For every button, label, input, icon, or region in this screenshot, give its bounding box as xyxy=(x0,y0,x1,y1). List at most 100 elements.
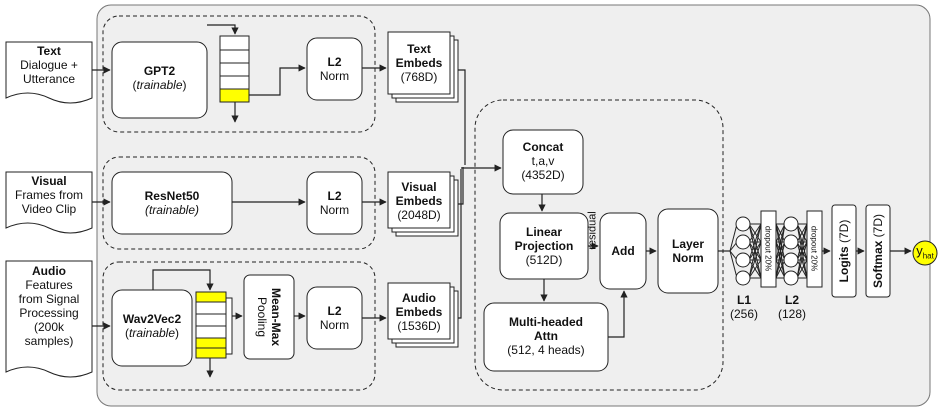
pooling-box xyxy=(243,274,295,360)
audio-l2-sub: Norm xyxy=(319,318,350,332)
linear-dim: (512D) xyxy=(525,253,563,267)
gpt2-note: trainable xyxy=(136,78,183,92)
pooling-line2: Pooling xyxy=(255,296,269,338)
visual-embeds-title2: Embeds xyxy=(395,194,443,208)
mlp-node xyxy=(735,216,751,232)
text-input-label: Text Dialogue + Utterance xyxy=(6,44,92,86)
audio-input-line1: Features xyxy=(25,278,73,292)
dropout-bar-2 xyxy=(806,210,823,288)
audio-input-label: Audio Features from Signal Processing (2… xyxy=(6,264,92,348)
audio-encoder-group xyxy=(102,261,376,391)
mlp-edge xyxy=(748,259,762,279)
mlp-node xyxy=(735,270,751,286)
visual-l2-title: L2 xyxy=(327,189,342,203)
text-input-title: Text xyxy=(37,44,61,58)
mha-label: Multi-headed Attn (512, 4 heads) xyxy=(484,315,608,357)
text-embeds-dim: (768D) xyxy=(400,70,438,84)
connectors xyxy=(92,24,912,378)
residual-text: residual xyxy=(586,211,599,250)
dropout-label-2: dropout 20% xyxy=(810,214,819,284)
mlp-network xyxy=(729,216,808,286)
concat-sub: t,a,v xyxy=(531,154,555,168)
mlp-edge xyxy=(796,223,808,261)
text-input-line2: Utterance xyxy=(22,72,76,86)
wav2vec-name: Wav2Vec2 xyxy=(122,312,182,326)
audio-input-line5: samples) xyxy=(24,334,74,348)
add-label: Add xyxy=(600,244,646,258)
audio-input-line4: (200k xyxy=(33,320,65,334)
text-embeds-stack xyxy=(387,31,459,103)
add-text: Add xyxy=(611,244,635,258)
softmax-title: Softmax xyxy=(871,240,885,289)
layernorm-title2: Norm xyxy=(672,251,704,265)
audio-input-title: Audio xyxy=(32,264,66,278)
logits-dim: (7D) xyxy=(837,219,851,243)
mlp-edge xyxy=(775,241,786,279)
visual-input-title: Visual xyxy=(31,174,67,188)
audio-l2-title: L2 xyxy=(327,304,342,318)
mlp-node xyxy=(735,234,751,250)
mlp-edge xyxy=(796,223,808,243)
linear-title2: Projection xyxy=(514,239,574,253)
mlp-edge xyxy=(775,223,786,279)
mlp-edge xyxy=(748,223,762,261)
wav2vec-box xyxy=(111,289,193,367)
audio-input-line2: from Signal xyxy=(18,292,80,306)
audio-input-line3: Processing xyxy=(19,306,79,320)
resnet-label: ResNet50 (trainable) xyxy=(112,189,232,217)
output-label: yhat xyxy=(913,244,937,261)
concat-label: Concat t,a,v (4352D) xyxy=(503,140,583,182)
text-embeds-label: Text Embeds (768D) xyxy=(388,42,450,84)
dropout-text-2: dropout 20% xyxy=(809,225,819,272)
dropout-text-1: dropout 20% xyxy=(763,225,773,272)
l1-dim: (256) xyxy=(729,307,758,321)
visual-encoder-group xyxy=(102,156,376,250)
linear-title1: Linear xyxy=(525,225,562,239)
mlp-edge xyxy=(748,223,762,243)
mlp-edge xyxy=(729,250,738,279)
text-encoder-group xyxy=(102,15,376,133)
visual-input-line1: Frames from xyxy=(14,188,83,202)
concat-title: Concat xyxy=(522,140,564,154)
wav2vec-label: Wav2Vec2 (trainable) xyxy=(112,312,192,340)
mlp-edge xyxy=(729,223,738,252)
l1-title: L1 xyxy=(736,293,751,307)
layernorm-title1: Layer xyxy=(671,237,705,251)
mlp-node xyxy=(783,216,799,232)
text-embeds-title2: Embeds xyxy=(395,56,443,70)
logits-title: Logits xyxy=(837,246,851,283)
linear-label: Linear Projection (512D) xyxy=(500,225,588,267)
fusion-group xyxy=(474,99,724,391)
model-panel xyxy=(96,4,931,407)
mlp-edge xyxy=(775,223,786,243)
visual-l2-sub: Norm xyxy=(319,203,350,217)
visual-l2-box xyxy=(306,171,363,235)
gpt2-label: GPT2 (trainable) xyxy=(112,64,207,92)
resnet-name: ResNet50 xyxy=(144,189,200,203)
output-base: y xyxy=(916,243,923,258)
dropout-bar-1 xyxy=(760,210,777,288)
mlp-node xyxy=(783,234,799,250)
layernorm-label: Layer Norm xyxy=(658,237,718,265)
mlp-edge xyxy=(796,259,808,279)
mlp-edge xyxy=(796,223,808,279)
visual-input-shape xyxy=(5,171,93,234)
mha-dim: (512, 4 heads) xyxy=(507,343,585,357)
audio-embeds-dim: (1536D) xyxy=(397,319,441,333)
wav2vec-note: trainable xyxy=(128,326,176,340)
residual-label: residual xyxy=(587,206,600,256)
text-input-shape xyxy=(5,41,93,104)
resnet-note: (trainable) xyxy=(144,203,200,217)
text-l2-box xyxy=(306,37,363,101)
output-sub: hat xyxy=(922,251,934,261)
gpt2-name: GPT2 xyxy=(143,64,176,78)
dropout-label-1: dropout 20% xyxy=(764,214,773,284)
visual-embeds-title1: Visual xyxy=(401,180,437,194)
gpt2-token-stack xyxy=(219,35,250,103)
pooling-label: Mean-Max Pooling xyxy=(255,277,283,357)
gpt2-box xyxy=(111,41,208,119)
mlp-edge xyxy=(775,259,786,279)
output-node xyxy=(912,240,938,266)
l2-head-label: L2 (128) xyxy=(772,293,812,321)
